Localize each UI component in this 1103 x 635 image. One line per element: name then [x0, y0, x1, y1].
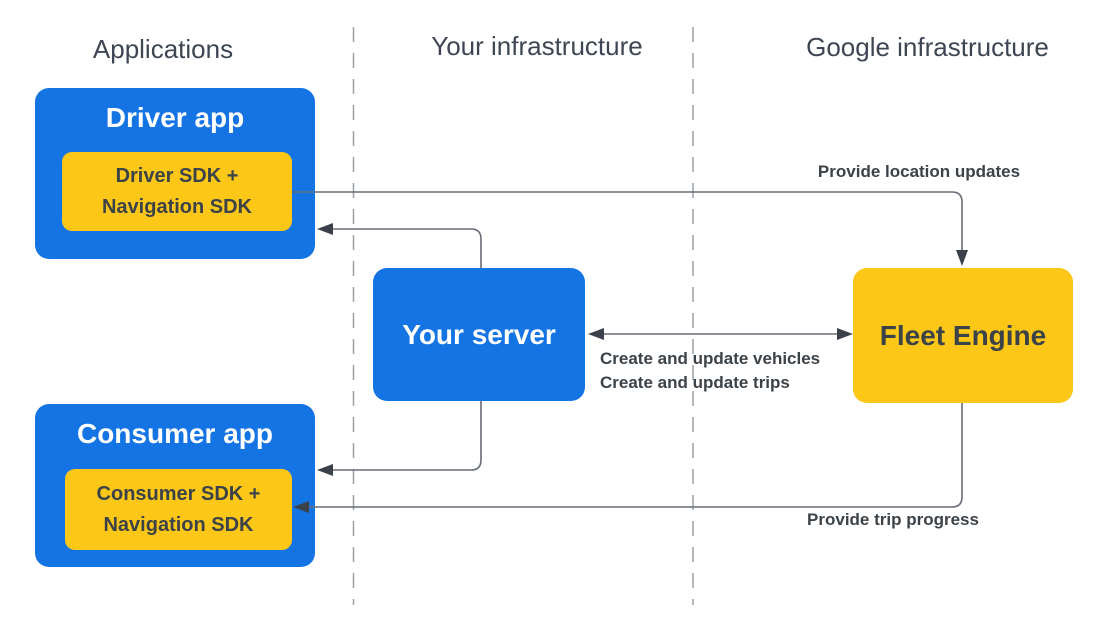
arrowhead-left-icon — [317, 223, 333, 235]
edge-server-to-driver-app — [333, 228, 482, 268]
consumer-sdk-node: Consumer SDK + Navigation SDK — [65, 469, 292, 550]
edge-label-create-vehicles: Create and update vehicles — [600, 349, 821, 368]
driver-app-title: Driver app — [105, 102, 245, 133]
arrowhead-left-icon — [588, 328, 604, 340]
fleet-engine-node: Fleet Engine — [853, 268, 1073, 403]
arrowhead-down-icon — [956, 250, 968, 266]
consumer-sdk-label-line2: Navigation SDK — [103, 513, 254, 536]
edge-label-create-and-update: Create and update vehicles Create and up… — [600, 347, 820, 395]
driver-sdk-label-line1: Driver SDK + — [115, 164, 239, 187]
your-server-title: Your server — [402, 318, 556, 350]
edge-server-to-consumer-app — [333, 401, 482, 471]
edge-provide-trip-progress — [309, 403, 963, 508]
consumer-app-node: Consumer app Consumer SDK + Navigation S… — [35, 404, 315, 567]
consumer-sdk-label-line1: Consumer SDK + — [96, 482, 261, 505]
arrowhead-left-icon — [317, 464, 333, 476]
fleet-engine-title: Fleet Engine — [879, 319, 1047, 351]
column-header-your-infrastructure: Your infrastructure — [431, 31, 643, 61]
edge-label-create-trips: Create and update trips — [600, 373, 790, 392]
column-header-applications: Applications — [92, 34, 234, 64]
edge-provide-location-updates — [292, 191, 963, 252]
driver-sdk-node: Driver SDK + Navigation SDK — [62, 152, 292, 231]
edge-label-provide-trip-progress: Provide trip progress — [807, 510, 979, 529]
arrowhead-right-icon — [837, 328, 853, 340]
your-server-node: Your server — [373, 268, 585, 401]
edge-label-provide-location-updates: Provide location updates — [817, 162, 1021, 181]
driver-sdk-label-line2: Navigation SDK — [101, 195, 253, 218]
column-header-google-infrastructure: Google infrastructure — [806, 32, 1049, 62]
driver-app-node: Driver app Driver SDK + Navigation SDK — [35, 88, 315, 259]
consumer-app-title: Consumer app — [76, 418, 274, 449]
